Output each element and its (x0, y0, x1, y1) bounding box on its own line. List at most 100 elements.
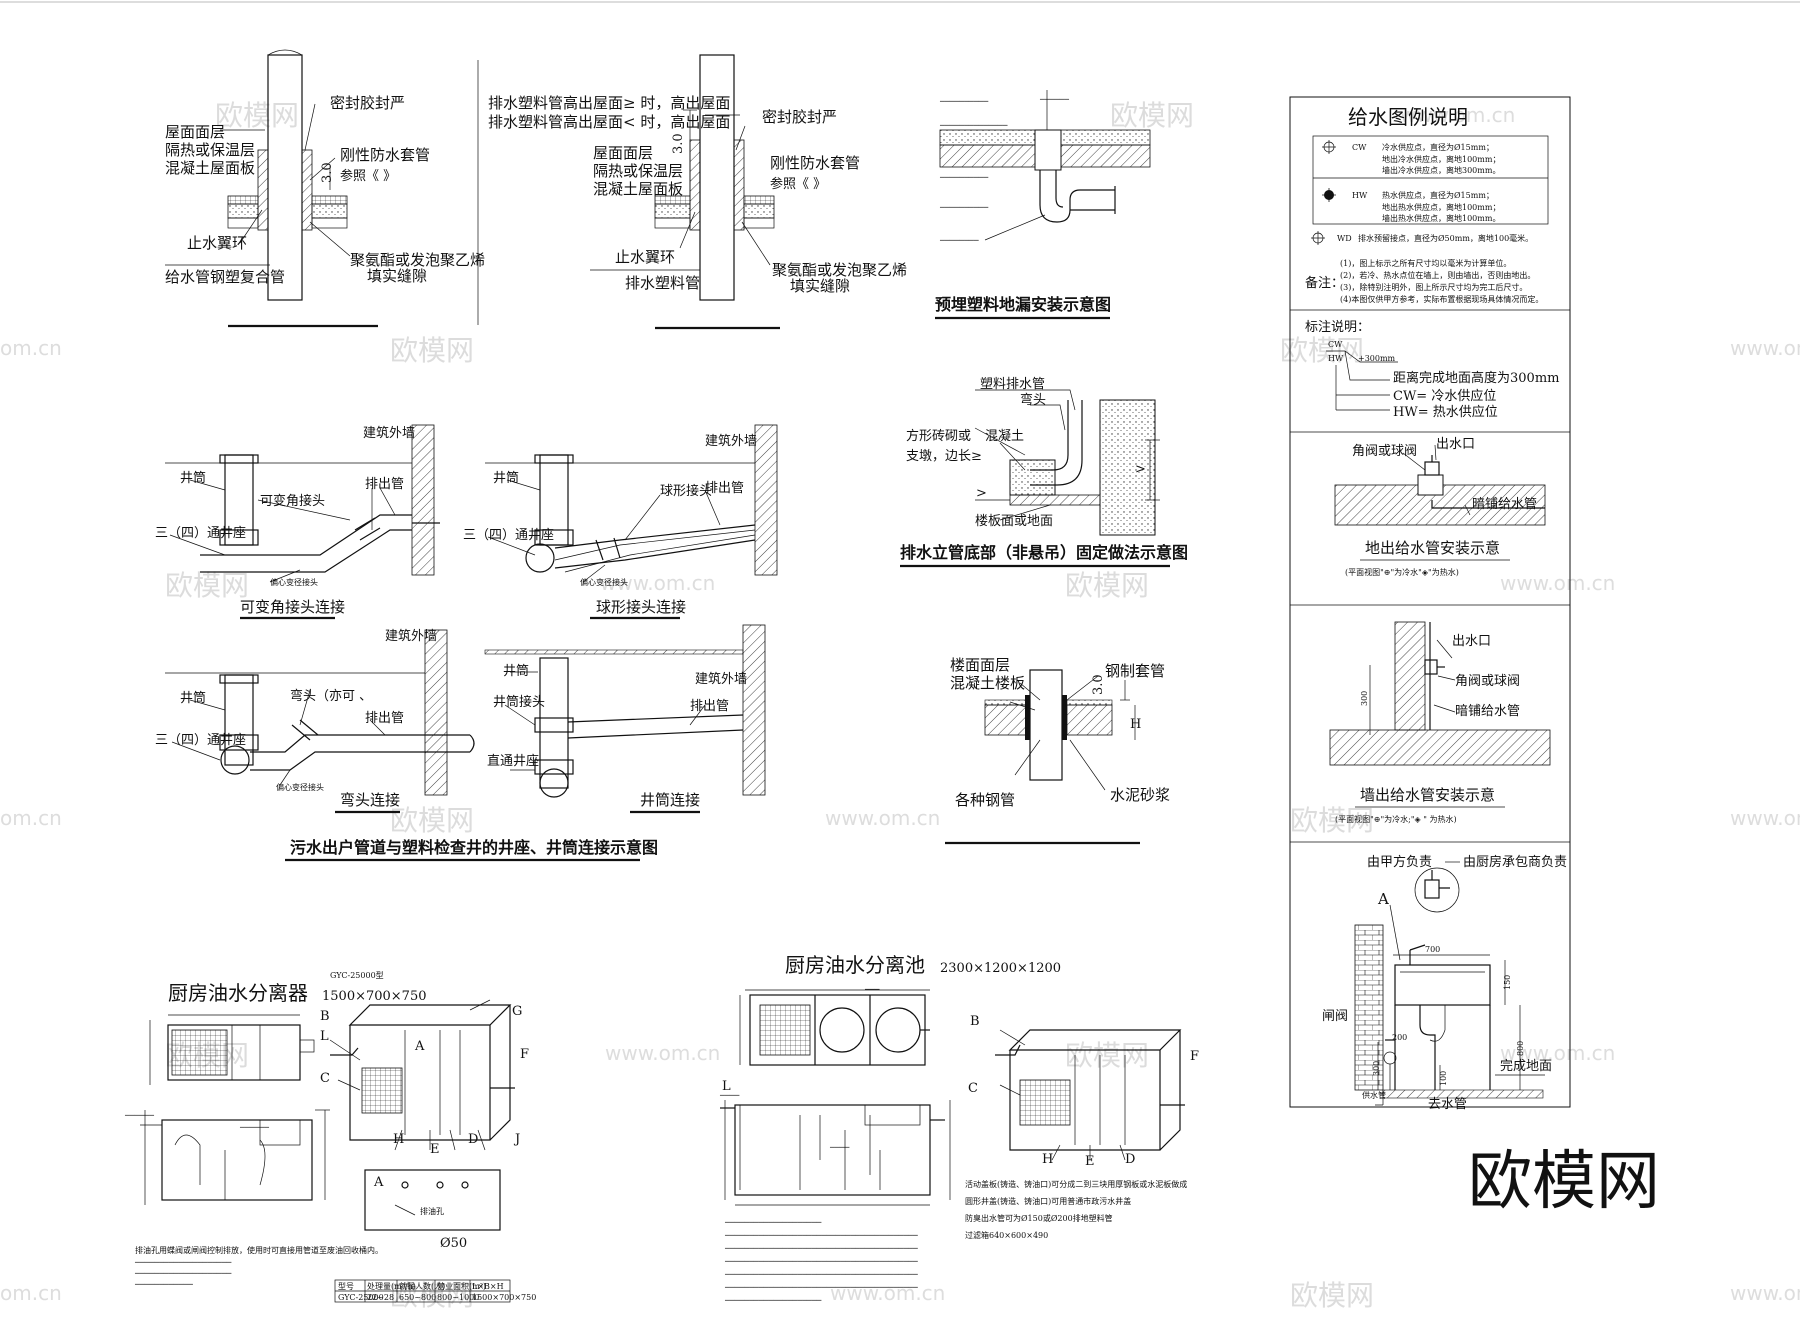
table-cell: 1500×700×750 (472, 1293, 536, 1302)
watermark-text: 欧模网 (165, 569, 249, 602)
label-reducer: 偏心变径接头 (276, 782, 324, 792)
grease-separator-pool: 厨房油水分离池 2300×1200×1200 ─── ──── ──── B L (719, 953, 1199, 1305)
floor-outlet-note: (平面视图"⊕"为冷水"◈"为热水) (1345, 567, 1459, 577)
roof-penetration-detail-drain: 3.0 排水塑料管高出屋面≥ 时，高出屋面 排水塑料管高出屋面< 时，高出屋面 … (488, 54, 907, 330)
label-pipe: 排水塑料管 (625, 274, 700, 292)
svg-text:──────────────────────────────: ──────────────────────────────────────── (724, 1257, 918, 1266)
watermark-url: www.om.cn (605, 1041, 720, 1065)
legend-hw-line: 地出热水供应点，离地100mm； (1382, 202, 1500, 212)
label-concrete: 混凝土 (985, 428, 1024, 444)
legend-mark-title: 标注说明： (1305, 320, 1370, 335)
watermark-url: www.om.cn (1400, 103, 1515, 127)
svg-text:──────────: ────────── (939, 97, 988, 106)
label-pipe: 给水管钢塑复合管 (165, 268, 285, 286)
label-shaft: 井筒 (503, 663, 529, 679)
pool-label-f: F (1190, 1049, 1199, 1064)
manhole-elbow-joint: 建筑外墙 井筒 弯头（亦可 、 排出管 三（四）通井座 偏心变径接头 弯头连接 (155, 628, 475, 814)
table-cell: 800~1000 (437, 1293, 479, 1302)
watermark-text: 欧模网 (390, 804, 474, 837)
svg-text:──────────────: ────────────── (939, 121, 1008, 130)
watermark-text: 欧模网 (1065, 569, 1149, 602)
label-drain: 去水管 (1428, 1097, 1467, 1112)
label-insulation: 隔热或保温层 (593, 162, 683, 180)
svg-text:────────────: ──────────── (134, 1280, 193, 1289)
pool-label-d: D (1125, 1152, 1135, 1167)
label-base: 三（四）通井座 (155, 526, 246, 541)
legend-note: (3)，除特别注明外，图上所示尺寸均为完工后尺寸。 (1340, 282, 1527, 292)
separator-label-f: F (520, 1047, 529, 1062)
legend-wd-code: WD (1337, 234, 1352, 243)
riser-base-detail: > > 塑料排水管 弯头 方形砖砌或 支墩，边长≥ 混凝土 楼板面或地面 排水立… (900, 377, 1188, 568)
svg-text:排油孔用蝶阀或闸阀控制排放，使用时可直接用管道至废油回收桶内: 排油孔用蝶阀或闸阀控制排放，使用时可直接用管道至废油回收桶内。 (135, 1245, 383, 1255)
legend-note: (1)，图上标示之所有尺寸均以毫米为计算单位。 (1340, 258, 1511, 268)
wall-outlet-dim: 300 (1360, 691, 1369, 706)
svg-text:──────────────────────────────: ──────────────────────────────────────── (724, 1283, 918, 1292)
label-mortar: 水泥砂浆 (1110, 786, 1170, 804)
svg-text:──────────: ────────── (939, 203, 988, 212)
svg-text:────────: ──────── (939, 236, 979, 245)
legend-wd-text: 排水预留接点，直径为Ø50mm，离地100毫米。 (1358, 233, 1533, 243)
label-slab: 混凝土屋面板 (165, 159, 255, 177)
legend-cw-line: 冷水供应点，直径为Ø15mm； (1382, 142, 1494, 152)
dim-label: 3.0 (1091, 674, 1106, 695)
legend-hw-line: 热水供应点，直径为Ø15mm； (1382, 190, 1494, 200)
svg-text:────────────────────: ──────────────────── (724, 1296, 822, 1305)
floor-drain-detail: ────── ────────── ────────────── ───────… (935, 90, 1151, 320)
sink-installation-detail: 由甲方负责 由厨房承包商负责 A 700 150 800 200 300 100… (1322, 854, 1567, 1112)
svg-text:──────────────────────────────: ──────────────────────────────────────── (724, 1244, 918, 1253)
watermark-text: 欧模网 (1280, 334, 1364, 367)
dim-700: 700 (1425, 945, 1440, 954)
legend-cw-line: 地出冷水供应点，离地100mm； (1382, 154, 1500, 164)
label-sealant: 密封胶封严 (330, 94, 405, 112)
grease-separator-device: 厨房油水分离器 1500×700×750 GYC-25000型 ────── ─… (124, 971, 536, 1303)
dim-300: 300 (1372, 1061, 1381, 1076)
watermark-text: 欧模网 (1290, 804, 1374, 837)
legend-mark-hw: HW (1328, 354, 1344, 363)
caption-manhole-d: 井筒连接 (640, 791, 700, 809)
watermark-url: www.om.cn (1730, 336, 1800, 360)
manhole-variable-joint: 建筑外墙 井筒 可变角接头 排出管 三（四）通井座 偏心变径接头 可变角接头连接 (155, 424, 440, 620)
dim-200: 200 (1392, 1033, 1407, 1042)
label-pier-2: 支墩，边长≥ (906, 449, 982, 464)
label-pipe: 塑料排水管 (980, 377, 1045, 392)
label-ref: 参照《 》 (770, 176, 826, 192)
svg-text:────────────────────: ──────────────────── (724, 1218, 822, 1227)
svg-text:───: ─── (864, 985, 880, 994)
floor-outlet-detail: 角阀或球阀 出水口 暗铺给水管 地出给水管安装示意 (平面视图"⊕"为冷水"◈"… (1334, 437, 1546, 577)
legend-mark-height: +300mm (1358, 354, 1396, 363)
dim-h: H (1130, 717, 1141, 732)
label-valve: 角阀或球阀 (1352, 444, 1417, 459)
label-reducer: 偏心变径接头 (270, 577, 318, 587)
label-shaft: 井筒 (180, 470, 206, 486)
legend-hw-code: HW (1352, 191, 1368, 200)
legend-mark-cw-desc: CW= 冷水供应位 (1393, 388, 1496, 404)
caption-manhole-a: 可变角接头连接 (240, 598, 345, 616)
caption-wall-outlet: 墙出给水管安装示意 (1360, 786, 1495, 804)
label-wall: 建筑外墙 (363, 425, 415, 441)
pool-label-c: C (968, 1081, 978, 1096)
separator-label-g: G (512, 1004, 522, 1019)
manhole-group-caption: 污水出户管道与塑料检查井的井座、井筒连接示意图 (290, 838, 658, 857)
watermark-layer: 欧模网 欧模网 www.om.cn om.cn 欧模网 欧模网 www.om.c… (0, 99, 1800, 1312)
label-insulation: 隔热或保温层 (165, 141, 255, 159)
label-height-rule-1: 排水塑料管高出屋面≥ 时，高出屋面 (488, 94, 730, 112)
watermark-url: www.om.cn (1730, 806, 1800, 830)
label-pipe: 暗铺给水管 (1472, 497, 1537, 512)
dim-800: 800 (1516, 1041, 1525, 1056)
separator-mark-a: A (373, 1175, 384, 1190)
pool-note: 防臭出水管可为Ø150或Ø200排地塑料管 (965, 1213, 1113, 1223)
label-water-ring: 止水翼环 (615, 248, 675, 266)
label-filler: 聚氨酯或发泡聚乙烯 (350, 251, 485, 269)
dim-label: 3.0 (671, 133, 686, 154)
label-slab: 混凝土屋面板 (593, 180, 683, 198)
separator-label-e: E (430, 1142, 440, 1157)
svg-text:──────: ────── (124, 1111, 154, 1120)
watermark-url: www.om.cn (600, 571, 715, 595)
watermark-url: www.om.cn (1500, 1041, 1615, 1065)
separator-label-d: D (468, 1132, 478, 1147)
table-header: 营业面积(m²) (437, 1281, 486, 1291)
svg-text:────────────────────: ──────────────────── (134, 1258, 232, 1267)
watermark-text: 欧模网 (1065, 1039, 1149, 1072)
separator-model: GYC-25000型 (330, 971, 384, 980)
